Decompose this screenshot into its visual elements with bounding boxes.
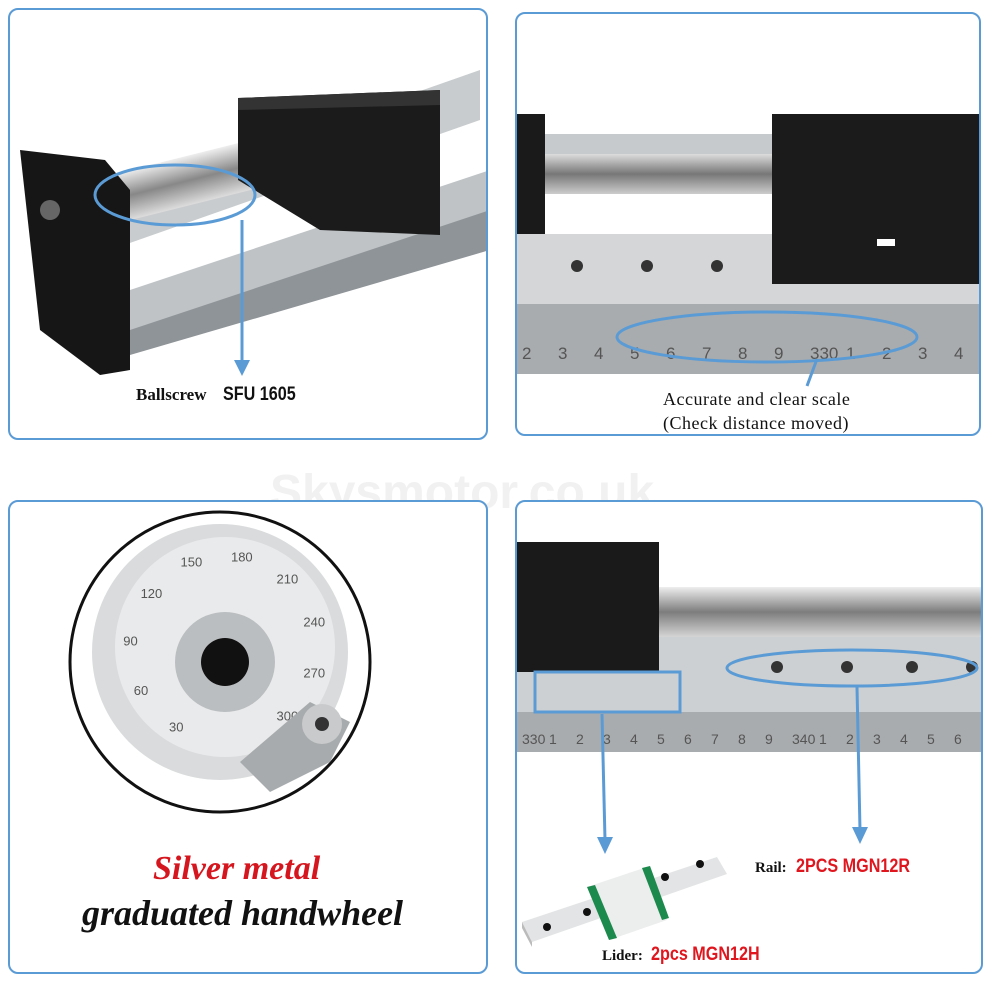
panel-ballscrew: Ballscrew SFU 1605 <box>8 8 488 440</box>
ballscrew-model: SFU 1605 <box>222 384 296 405</box>
scale-tick-label: 8 <box>738 731 746 747</box>
rail-label: Rail: 2PCS MGN12R <box>755 856 931 878</box>
scale-tick-label: 6 <box>954 731 962 747</box>
scale-caption-line1: Accurate and clear scale <box>663 389 851 409</box>
handwheel-title-black: graduated handwheel <box>82 893 404 933</box>
scale-tick-label: 7 <box>711 731 719 747</box>
rail-slider-image <box>522 857 727 947</box>
scale-tick-label: 150 <box>181 555 203 570</box>
scale-tick-label: 3 <box>918 344 927 363</box>
scale-tick-label: 3 <box>558 344 567 363</box>
scale-tick-label: 1 <box>819 731 827 747</box>
rail-model: 2PCS MGN12R <box>796 856 911 877</box>
scale-tick-label: 4 <box>594 344 603 363</box>
scale-caption-line2: (Check distance moved) <box>663 413 849 433</box>
handwheel-title-red: Silver metal <box>153 850 321 887</box>
scale-tick-label: 5 <box>657 731 665 747</box>
scale-tick-label: 6 <box>666 344 675 363</box>
slider-model: 2pcs MGN12H <box>650 944 760 965</box>
scale-tick-label: 6 <box>684 731 692 747</box>
scale-tick-label: 340 <box>792 731 816 747</box>
scale-tick-label: 2 <box>846 731 854 747</box>
scale-tick-label: 270 <box>303 665 325 680</box>
slider-label-text: Lider: <box>602 948 643 964</box>
scale-tick-label: 1 <box>549 731 557 747</box>
scale-tick-label: 4 <box>954 344 963 363</box>
ballscrew-text: Ballscrew <box>136 385 207 404</box>
scale-tick-label: 7 <box>702 344 711 363</box>
scale-tick-label: 9 <box>765 731 773 747</box>
scale-tick-label: 60 <box>134 683 148 698</box>
ballscrew-label: Ballscrew SFU 1605 <box>136 384 308 406</box>
scale-tick-label: 240 <box>303 615 325 630</box>
scale-tick-label: 30 <box>169 720 183 735</box>
scale-tick-label: 9 <box>774 344 783 363</box>
rail-label-text: Rail: <box>755 860 787 876</box>
scale-tick-label: 3 <box>873 731 881 747</box>
scale-tick-label: 210 <box>277 572 299 587</box>
scale-tick-label: 5 <box>927 731 935 747</box>
scale-tick-label: 4 <box>900 731 908 747</box>
scale-tick-label: 90 <box>123 634 137 649</box>
ballscrew-photo <box>20 70 486 376</box>
scale-tick-label: 330 <box>522 731 546 747</box>
scale-caption: Accurate and clear scale (Check distance… <box>663 387 851 434</box>
scale-tick-label: 4 <box>630 731 638 747</box>
scale-tick-label: 1 <box>846 344 855 363</box>
scale-tick-label: 5 <box>630 344 639 363</box>
scale-tick-label: 2 <box>522 344 531 363</box>
scale-tick-label: 2 <box>576 731 584 747</box>
scale-tick-label: 8 <box>738 344 747 363</box>
slider-label: Lider: 2pcs MGN12H <box>602 944 778 966</box>
scale-tick-label: 180 <box>231 549 253 564</box>
scale-tick-label: 120 <box>141 586 163 601</box>
scale-tick-label: 3 <box>603 731 611 747</box>
